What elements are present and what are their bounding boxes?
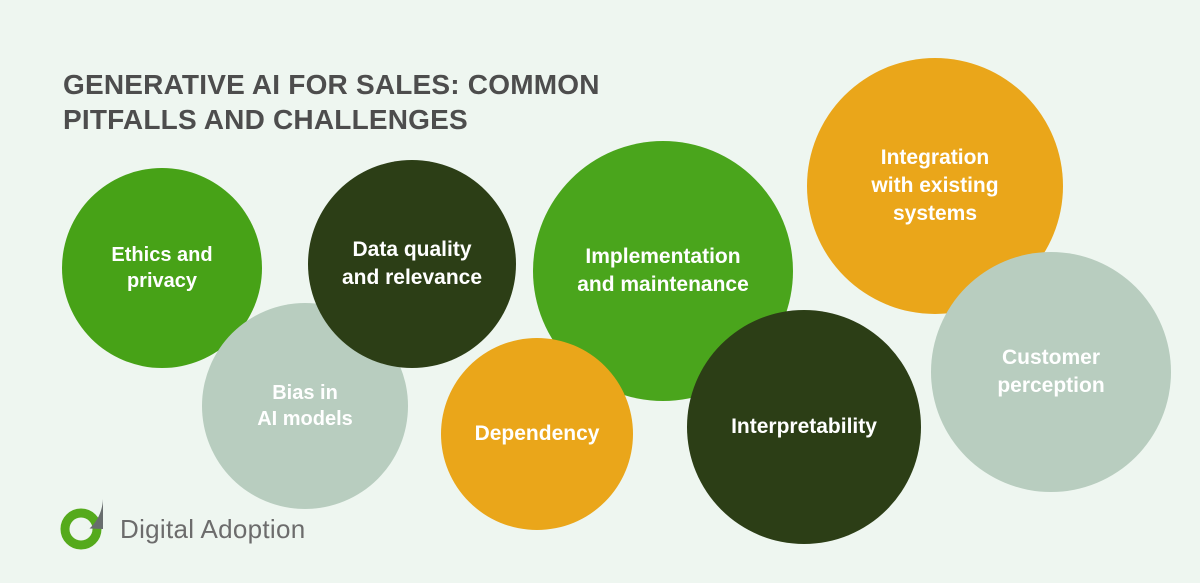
bubble-data-quality-relevance: Data quality and relevance [308, 160, 516, 368]
bubble-customer-perception: Customer perception [931, 252, 1171, 492]
bubble-label: Implementation and maintenance [577, 245, 749, 296]
bubble-label: Integration with existing systems [871, 146, 999, 225]
logo-wordmark: Digital Adoption [120, 513, 306, 544]
digital-adoption-logo: Digital Adoption [58, 496, 305, 552]
bubble-interpretability: Interpretability [687, 310, 921, 544]
bubble-label: Dependency [474, 422, 600, 446]
bubble-label: Interpretability [731, 415, 877, 439]
bubble-ethics-privacy: Ethics and privacy [62, 168, 262, 368]
page-title: GENERATIVE AI FOR SALES: COMMON PITFALLS… [63, 69, 600, 135]
digital-adoption-a-logo-icon [60, 499, 103, 550]
bubble-label: Data quality and relevance [341, 238, 483, 289]
bubble-label: Bias in AI models [257, 381, 353, 430]
bubble-dependency: Dependency [441, 338, 633, 530]
bubble-label: Customer perception [997, 346, 1105, 397]
bubble-label: Ethics and privacy [111, 243, 213, 292]
